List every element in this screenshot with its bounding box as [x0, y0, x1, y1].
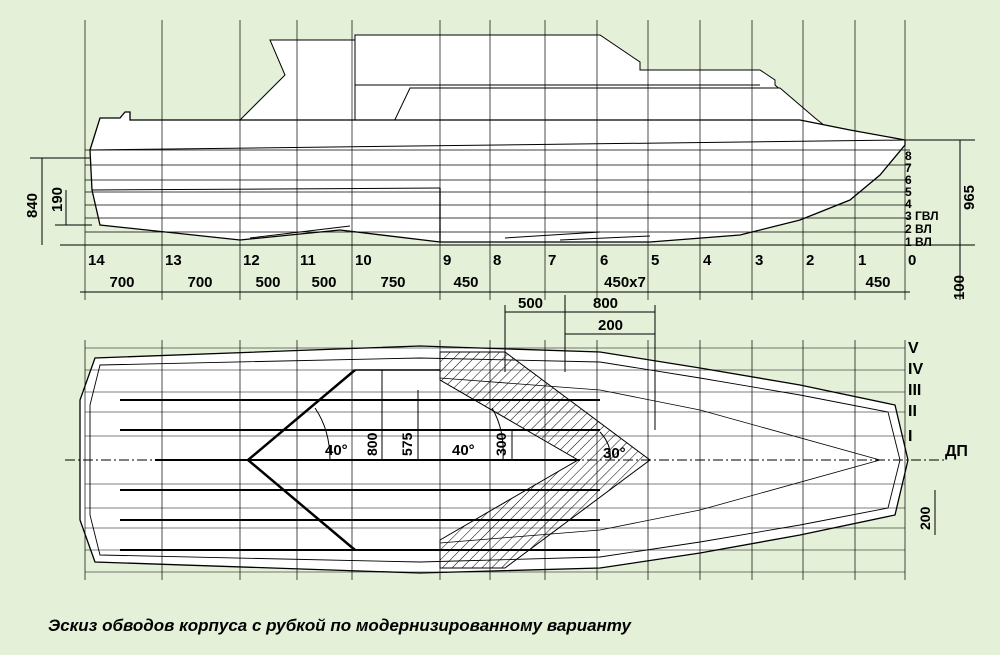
station-label: 3 [755, 252, 763, 269]
spacing-label: 450 [453, 274, 478, 291]
station-label: 5 [651, 252, 659, 269]
angle-30: 30° [603, 445, 626, 462]
angle-arc-left [314, 407, 331, 461]
waterline-label: 2 ВЛ [905, 222, 932, 236]
angle-arc-right [599, 431, 611, 461]
spacing-label: 500 [255, 274, 280, 291]
chine-line [91, 187, 441, 191]
dim-200-label: 200 [598, 317, 623, 334]
dim-100-label: 100 [951, 275, 968, 300]
station-label: 14 [88, 252, 105, 269]
spacing-labels: 700 700 500 500 750 450 450x7 450 [109, 274, 890, 291]
station-label: 12 [243, 252, 260, 269]
station-label: 4 [703, 252, 712, 269]
station-label: 11 [300, 252, 316, 269]
dim-300-label: 300 [493, 432, 509, 456]
sheer-line [89, 139, 906, 151]
dim-800v-label: 800 [364, 432, 380, 456]
dim-800-label: 800 [593, 295, 618, 312]
dim-200r-label: 200 [917, 506, 933, 530]
buttock-label: II [908, 403, 917, 420]
spacing-label: 450x7 [604, 274, 646, 291]
station-label: 10 [355, 252, 372, 269]
profile-grid [60, 20, 975, 300]
drawing-caption: Эскиз обводов корпуса с рубкой по модерн… [48, 616, 631, 635]
dim-575-label: 575 [399, 432, 415, 456]
waterline-label: 4 [905, 197, 912, 211]
spacing-label: 450 [865, 274, 890, 291]
hull-profile [89, 111, 906, 243]
dim-500-label: 500 [518, 295, 543, 312]
station-label: 8 [493, 252, 501, 269]
station-label: 1 [858, 252, 866, 269]
waterline-label: 5 [905, 185, 912, 199]
station-label: 0 [908, 252, 916, 269]
spacing-label: 700 [109, 274, 134, 291]
angle-40-mid: 40° [452, 442, 475, 459]
buttock-label: V [908, 340, 919, 357]
waterline-label: 3 ГВЛ [905, 209, 939, 223]
station-label: 9 [443, 252, 451, 269]
waterline-label: 7 [905, 161, 912, 175]
spacing-label: 750 [380, 274, 405, 291]
waterline-label: 8 [905, 149, 912, 163]
dim-840-label: 840 [24, 193, 41, 218]
station-label: 13 [165, 252, 182, 269]
buttock-label: I [908, 428, 912, 445]
dim-190-label: 190 [49, 187, 66, 212]
station-label: 6 [600, 252, 608, 269]
station-label: 7 [548, 252, 556, 269]
dim-965-label: 965 [961, 185, 978, 210]
angle-40-left: 40° [325, 442, 348, 459]
buttock-label: IV [908, 361, 923, 378]
waterline-label: 1 ВЛ [905, 235, 932, 249]
angle-arc-mid [491, 407, 504, 461]
spacing-label: 500 [311, 274, 336, 291]
station-label: 2 [806, 252, 814, 269]
centerline-label: ДП [945, 443, 968, 460]
spacing-label: 700 [187, 274, 212, 291]
waterline-label: 6 [905, 173, 912, 187]
buttock-label: III [908, 382, 921, 399]
